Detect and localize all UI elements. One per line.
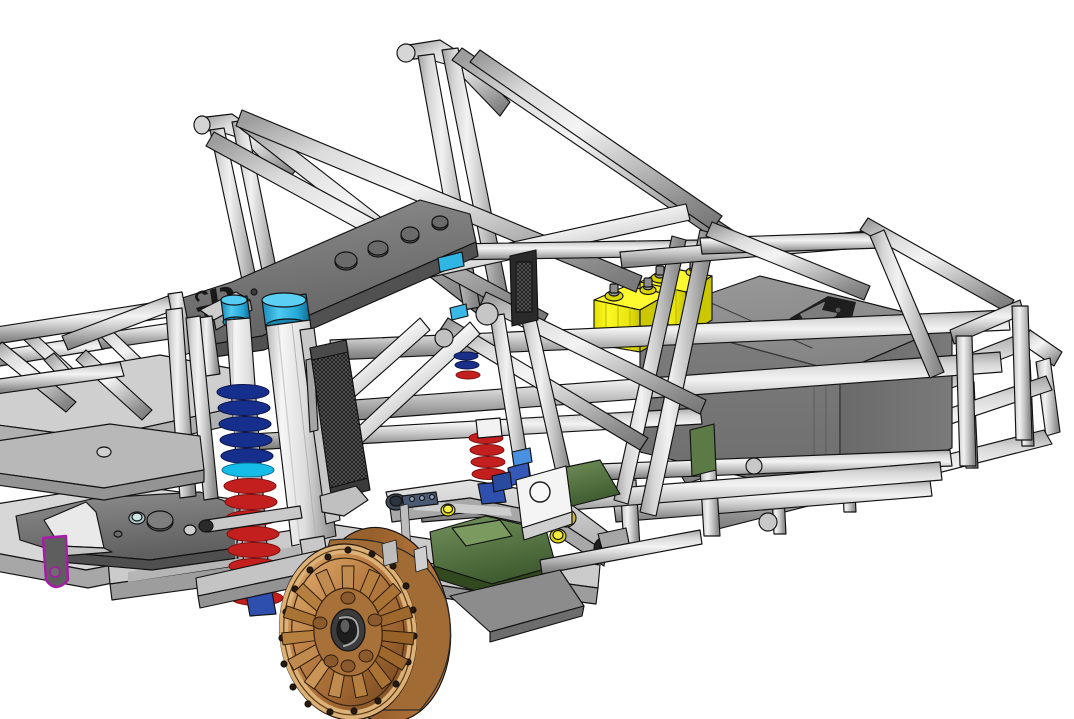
center-bracket[interactable]: [515, 465, 573, 541]
drive-shaft[interactable]: [539, 529, 703, 575]
caliper: [381, 539, 429, 573]
center-skid-pan[interactable]: [449, 569, 585, 643]
shock-tower[interactable]: [175, 199, 479, 377]
front-lower-plate[interactable]: [0, 423, 205, 501]
wheel[interactable]: [271, 518, 463, 719]
steering-link[interactable]: [198, 505, 303, 533]
wheel-hub[interactable]: [330, 608, 366, 652]
coil-spring-upper: [216, 384, 275, 478]
shock-tab-magenta[interactable]: [41, 534, 70, 589]
front-frame-tubes[interactable]: [0, 291, 219, 501]
front-bracket-plate[interactable]: [15, 491, 245, 571]
beadlock-bolts: [278, 546, 418, 716]
lug-nuts: [312, 591, 383, 673]
rear-coilover[interactable]: [453, 351, 507, 505]
